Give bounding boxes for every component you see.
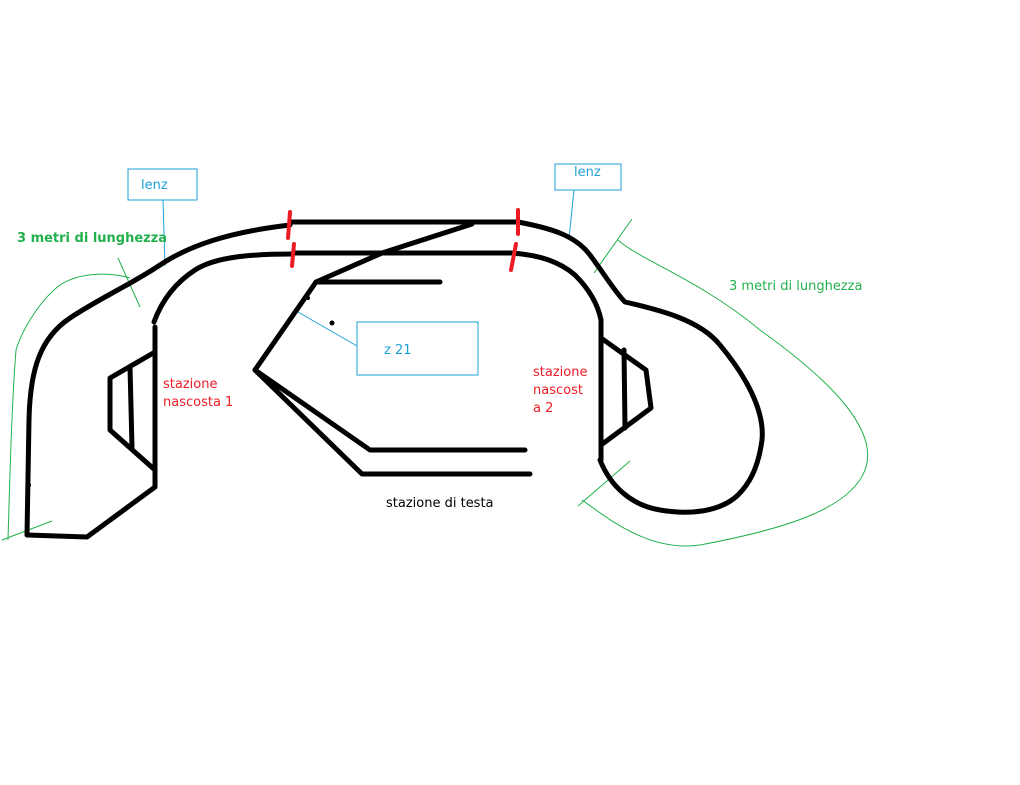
lenz-left-box (127, 168, 198, 201)
head-station-lower-track (252, 367, 533, 477)
hidden-station-1-label-line2: nascosta 1 (163, 395, 233, 410)
track-crossover (379, 221, 475, 256)
length-label-right: 3 metri di lunghezza (729, 279, 862, 294)
track-right-outer-loop (515, 219, 765, 515)
z21-label: z 21 (384, 343, 412, 358)
track-right-inner-loop (509, 250, 604, 323)
track-left-outer-loop (24, 222, 293, 540)
hidden-station-1-inner-siding (127, 364, 135, 450)
track-dot-left (27, 483, 31, 487)
hidden-station-2-inner-siding (621, 347, 628, 431)
z21-box (356, 321, 479, 376)
isolation-mark-top-left-inner (290, 242, 296, 268)
lenz-right-callout-line (568, 189, 575, 239)
hidden-station-1-siding (107, 349, 158, 473)
length-tick-right-top (593, 218, 633, 274)
length-tick-right-bottom (577, 460, 631, 507)
lenz-right-box (554, 163, 622, 191)
length-label-left: 3 metri di lunghezza (17, 231, 167, 246)
isolation-mark-top-right-inner (509, 242, 518, 272)
hidden-station-2-label-line2: nascost (533, 383, 583, 398)
hidden-station-2-label-line1: stazione (533, 365, 587, 380)
lenz-left-callout-line (162, 199, 166, 267)
length-bracket-right (581, 239, 869, 547)
z21-callout-line (297, 311, 358, 347)
lenz-right-label: lenz (574, 165, 601, 180)
z21-connection-dot (329, 320, 335, 326)
lenz-left-label: lenz (141, 178, 168, 193)
track-dot-head (306, 296, 310, 300)
track-left-inner-loop (151, 251, 296, 325)
head-station-middle-track (252, 367, 528, 453)
isolation-mark-top-left-outer (286, 210, 292, 240)
hidden-station-1-label-line1: stazione (163, 377, 217, 392)
length-bracket-left (7, 273, 131, 541)
head-station-label: stazione di testa (386, 496, 494, 511)
hidden-station-2-label-line3: a 2 (533, 401, 553, 416)
